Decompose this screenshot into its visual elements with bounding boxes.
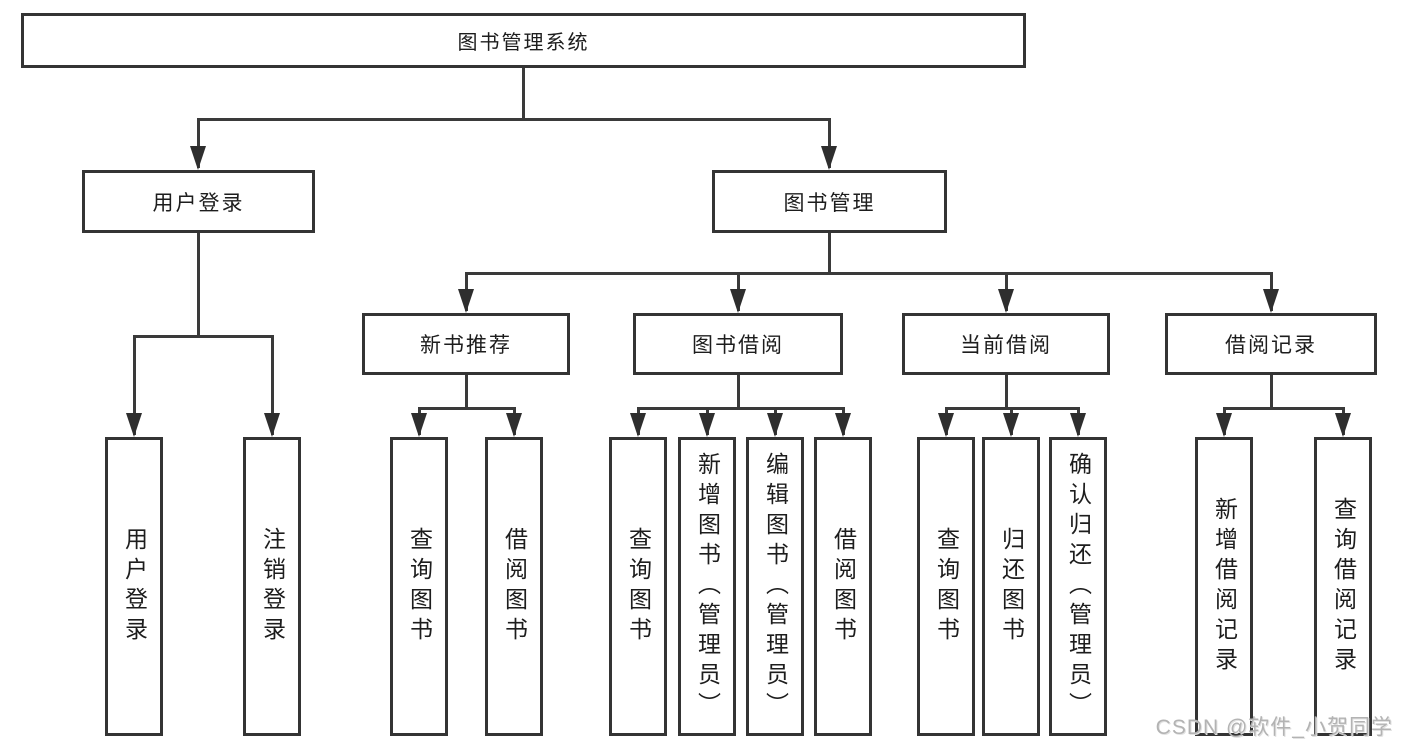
connector-line xyxy=(736,375,740,410)
connector-line xyxy=(417,407,516,410)
node-book-management: 图书管理 xyxy=(712,170,947,233)
leaf-confirm-return-admin: 确认归还（管理员） xyxy=(1049,437,1107,736)
leaf-label: 归还图书 xyxy=(998,526,1025,647)
node-label: 用户登录 xyxy=(152,191,245,215)
leaf-label: 新增图书（管理员） xyxy=(694,451,721,722)
node-label: 新书推荐 xyxy=(420,334,512,357)
leaf-label: 查询图书 xyxy=(625,526,652,647)
node-library-management-system: 图书管理系统 xyxy=(21,13,1026,68)
leaf-label: 确认归还（管理员） xyxy=(1065,451,1092,722)
leaf-label: 查询图书 xyxy=(406,526,433,647)
node-borrow-records: 借阅记录 xyxy=(1165,313,1377,375)
leaf-borrowing-query-books: 查询图书 xyxy=(609,437,667,736)
connector-arrow xyxy=(1076,407,1080,435)
connector-arrow-user-login xyxy=(196,118,200,168)
connector-arrow-current-borrowing xyxy=(1004,272,1008,311)
connector-arrow-book-borrowing xyxy=(736,272,740,311)
leaf-current-query-books: 查询图书 xyxy=(917,437,975,736)
connector-arrow xyxy=(773,407,777,435)
leaf-borrow-books: 借阅图书 xyxy=(814,437,872,736)
leaf-recommend-borrow-books: 借阅图书 xyxy=(485,437,543,736)
leaf-query-borrow-record: 查询借阅记录 xyxy=(1314,437,1372,736)
connector-line xyxy=(827,233,831,275)
connector-arrow xyxy=(705,407,709,435)
leaf-user-login: 用户登录 xyxy=(105,437,163,736)
connector-arrow-new-book-recommend xyxy=(464,272,468,311)
leaf-label: 用户登录 xyxy=(121,526,148,647)
connector-arrow xyxy=(1222,407,1226,435)
connector-arrow-borrow-records xyxy=(1269,272,1273,311)
node-book-borrowing: 图书借阅 xyxy=(633,313,843,375)
connector-line xyxy=(464,375,468,410)
node-current-borrowing: 当前借阅 xyxy=(902,313,1110,375)
connector-line xyxy=(196,118,831,121)
connector-line xyxy=(636,407,845,410)
leaf-label: 借阅图书 xyxy=(501,526,528,647)
connector-arrow xyxy=(512,407,516,435)
node-label: 借阅记录 xyxy=(1225,334,1317,357)
connector-line xyxy=(1269,375,1273,410)
node-label: 当前借阅 xyxy=(960,334,1052,357)
leaf-label: 编辑图书（管理员） xyxy=(762,451,789,722)
node-label: 图书借阅 xyxy=(692,334,784,357)
leaf-edit-books-admin: 编辑图书（管理员） xyxy=(746,437,804,736)
leaf-label: 新增借阅记录 xyxy=(1211,496,1238,677)
leaf-add-borrow-record: 新增借阅记录 xyxy=(1195,437,1253,736)
connector-arrow xyxy=(1341,407,1345,435)
leaf-return-books: 归还图书 xyxy=(982,437,1040,736)
node-new-book-recommend: 新书推荐 xyxy=(362,313,570,375)
leaf-label: 查询图书 xyxy=(933,526,960,647)
leaf-label: 查询借阅记录 xyxy=(1330,496,1357,677)
connector-line xyxy=(1004,375,1008,410)
connector-arrow-leaf-logout xyxy=(270,335,274,435)
connector-line xyxy=(522,68,525,121)
connector-line xyxy=(1222,407,1345,410)
node-label: 图书管理 xyxy=(783,191,876,215)
connector-arrow xyxy=(841,407,845,435)
leaf-add-books-admin: 新增图书（管理员） xyxy=(678,437,736,736)
connector-arrow-book-management xyxy=(827,118,831,168)
connector-line xyxy=(464,272,1273,275)
connector-arrow xyxy=(636,407,640,435)
connector-arrow-leaf-user-login xyxy=(132,335,136,435)
connector-line xyxy=(132,335,274,338)
connector-arrow xyxy=(417,407,421,435)
leaf-label: 借阅图书 xyxy=(830,526,857,647)
connector-line xyxy=(196,233,200,338)
leaf-label: 注销登录 xyxy=(259,526,286,647)
connector-arrow xyxy=(944,407,948,435)
connector-arrow xyxy=(1009,407,1013,435)
leaf-logout: 注销登录 xyxy=(243,437,301,736)
leaf-recommend-query-books: 查询图书 xyxy=(390,437,448,736)
node-label: 图书管理系统 xyxy=(457,32,590,54)
csdn-watermark: CSDN @软件_小贺同学 xyxy=(1155,716,1393,739)
node-user-login: 用户登录 xyxy=(82,170,315,233)
